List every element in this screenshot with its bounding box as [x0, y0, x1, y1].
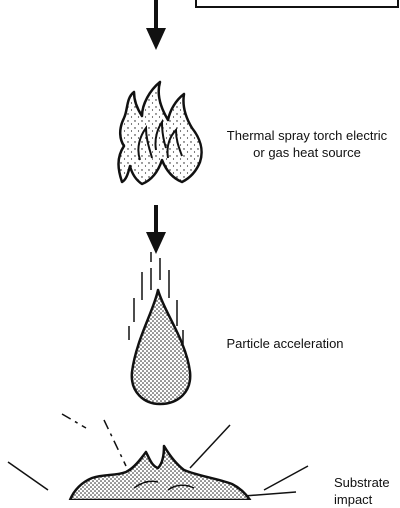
speed-lines [128, 252, 184, 344]
particle-droplet [130, 288, 192, 406]
impact-rays [7, 413, 309, 497]
substrate-impact-label-line1: Substrate [334, 475, 390, 490]
substrate-impact-label: Substrate impact [320, 474, 400, 508]
splat-particle [68, 444, 252, 500]
down-arrow-middle [146, 205, 166, 254]
down-arrow-top [146, 0, 166, 50]
heat-source-label-line1: Thermal spray torch electric [226, 128, 388, 143]
heat-source-label: Thermal spray torch electric or gas heat… [214, 127, 400, 161]
flame-icon [117, 80, 203, 186]
top-box-edge [195, 0, 399, 8]
particle-acceleration-label: Particle acceleration [226, 336, 344, 351]
heat-source-label-line2: or gas heat source [253, 145, 361, 160]
